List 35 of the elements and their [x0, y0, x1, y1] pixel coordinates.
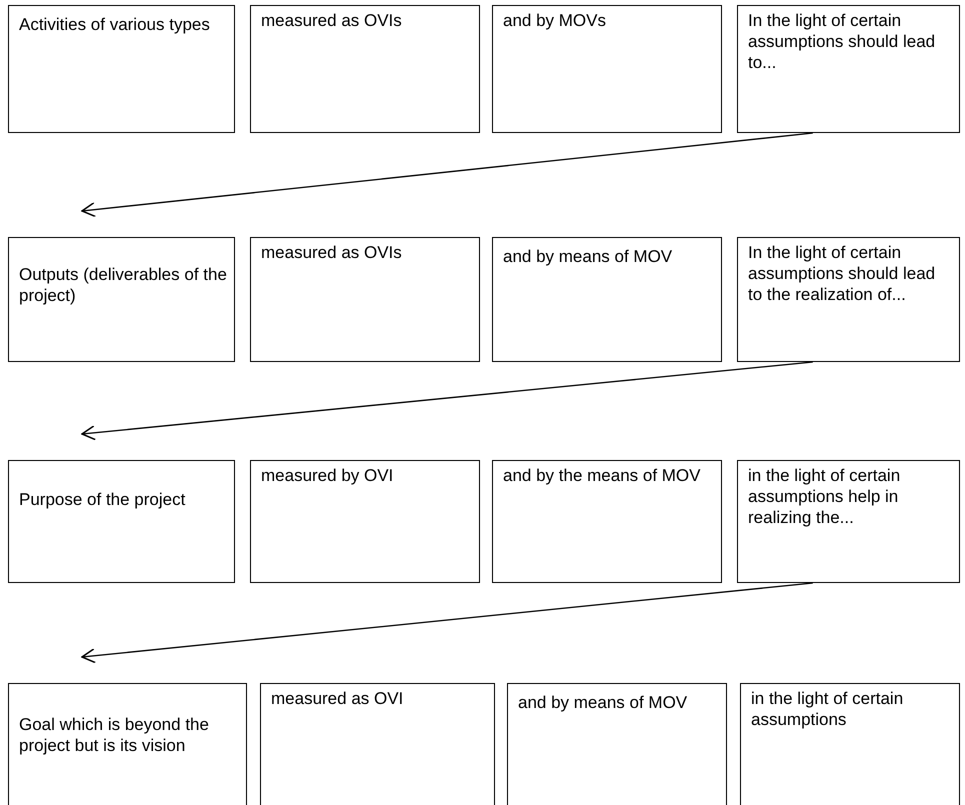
text-box [260, 683, 495, 805]
box-text: measured by OVI [261, 465, 394, 486]
box-text: and by MOVs [503, 10, 607, 31]
box-text: and by the means of MOV [503, 465, 702, 486]
arrow [81, 582, 813, 664]
box-text: and by means of MOV [503, 246, 674, 267]
text-box [8, 237, 235, 362]
box-text: in the light of certain assumptions help in realizing the... [748, 465, 902, 528]
text-box [492, 237, 722, 362]
text-box [8, 683, 247, 805]
box-text: Purpose of the project [19, 489, 186, 510]
box-text: Outputs (deliverables of the project) [19, 264, 228, 306]
text-box [737, 460, 960, 583]
box-text: and by means of MOV [518, 692, 688, 713]
text-box [737, 237, 960, 362]
box-text: Goal which is beyond the project but is its vision [19, 714, 210, 756]
box-text: in the light of certain assumptions [751, 688, 904, 730]
box-text: Activities of various types [19, 14, 211, 35]
text-box [507, 683, 727, 805]
box-text: In the light of certain assumptions should lead to the realization of... [748, 242, 936, 305]
text-box [8, 5, 235, 133]
text-box [250, 5, 480, 133]
text-box [737, 5, 960, 133]
box-text: measured as OVIs [261, 10, 403, 31]
box-text: measured as OVIs [261, 242, 403, 263]
text-box [492, 5, 722, 133]
text-box [8, 460, 235, 583]
box-text: measured as OVI [271, 688, 404, 709]
arrow [81, 132, 813, 218]
text-box [250, 460, 480, 583]
box-text: In the light of certain assumptions should lead to... [748, 10, 936, 73]
text-box [740, 683, 960, 805]
text-box [250, 237, 480, 362]
arrow [81, 361, 813, 440]
text-box [492, 460, 722, 583]
